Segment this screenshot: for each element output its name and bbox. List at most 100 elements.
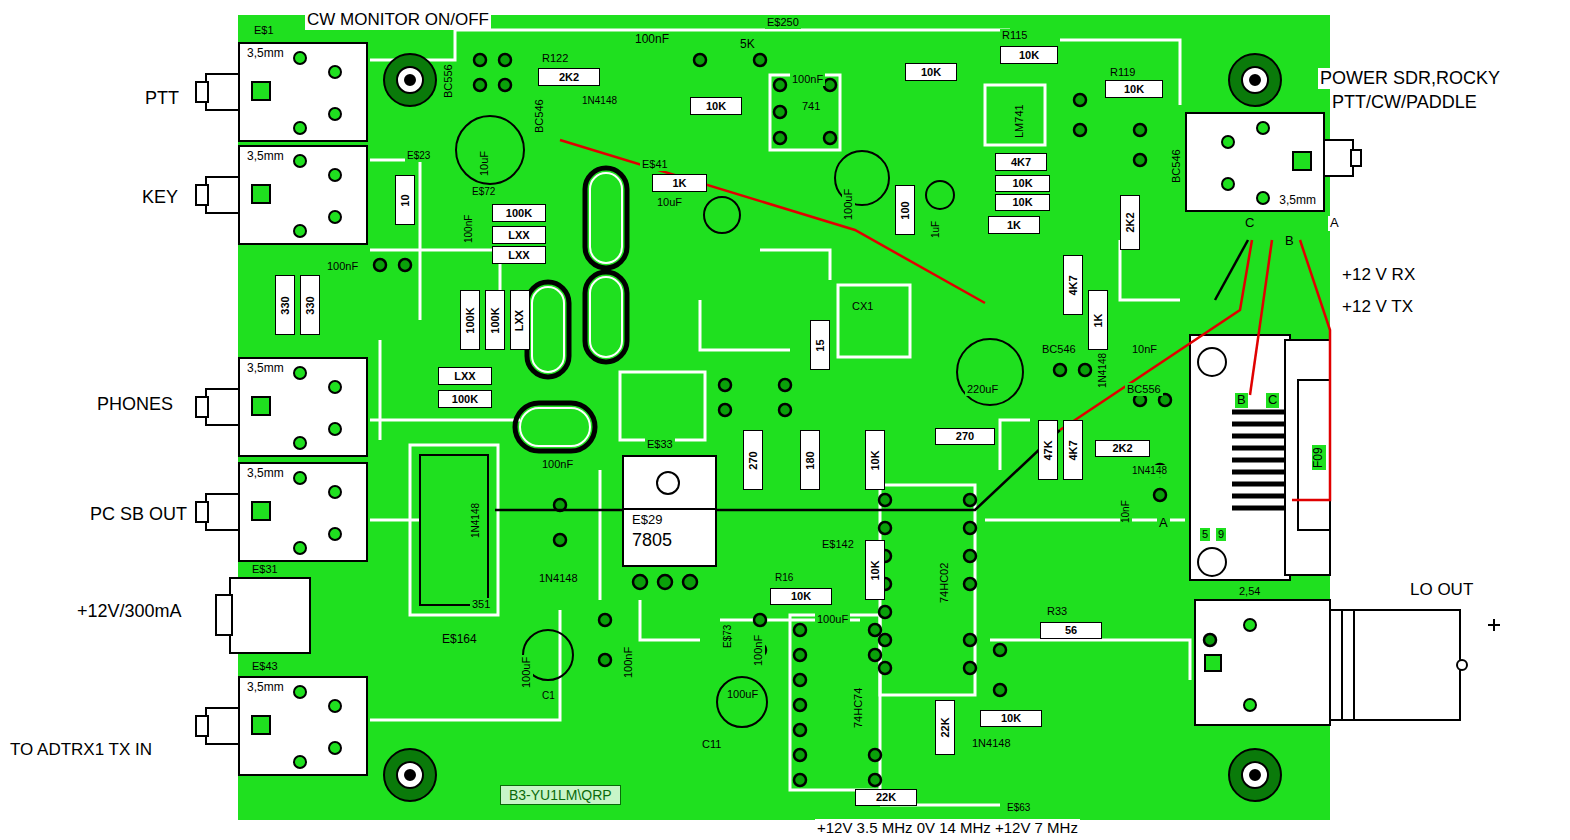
part-label: 100nF	[752, 633, 765, 668]
part-label: E$73	[722, 623, 734, 650]
part-label: E$23	[405, 150, 432, 162]
pad	[329, 169, 341, 181]
part-label: 1N4148	[470, 501, 482, 540]
pad	[869, 774, 881, 786]
resistor-symbol: 10K	[995, 175, 1050, 192]
pad	[329, 528, 341, 540]
part-label: 100nF	[633, 33, 671, 47]
db9-pin	[1232, 434, 1284, 439]
part-label: C	[1243, 216, 1256, 231]
pad	[774, 106, 786, 118]
pad	[1222, 136, 1234, 148]
resistor-symbol: 4K7	[1063, 420, 1083, 480]
resistor-symbol: 330	[300, 275, 320, 335]
pad	[869, 624, 881, 636]
resistor-symbol: 100K	[460, 290, 480, 350]
connector-label: LO OUT	[1408, 580, 1475, 600]
board	[238, 15, 1330, 820]
db9-pin	[1232, 470, 1284, 475]
connector-label: PC SB OUT	[88, 504, 189, 525]
pad	[294, 225, 306, 237]
part-label: A	[1157, 516, 1170, 531]
pad	[964, 662, 976, 674]
jack-socket: 3,5mm	[238, 676, 368, 776]
relay-outline	[420, 455, 488, 605]
bnc-pin	[1457, 660, 1467, 670]
connector-label: A	[1328, 216, 1341, 231]
resistor-symbol: LXX	[492, 226, 546, 244]
pad	[329, 66, 341, 78]
jack-size: 3,5mm	[246, 362, 285, 375]
trace	[370, 610, 560, 720]
mounting-hole	[405, 75, 415, 85]
trace	[990, 640, 1190, 680]
bnc-body	[1195, 600, 1330, 725]
trace	[370, 419, 520, 422]
resistor-value: 10K	[706, 101, 726, 112]
capacitor-outline	[957, 339, 1023, 405]
part-label: 220uF	[965, 383, 1000, 396]
pad	[1154, 489, 1166, 501]
pad	[329, 381, 341, 393]
relay-outline	[410, 445, 498, 615]
pad	[964, 578, 976, 590]
jack-plug	[1351, 150, 1361, 166]
resistor-value: 1K	[1093, 313, 1104, 327]
pad	[1293, 152, 1311, 170]
resistor-symbol: 47K	[1038, 420, 1058, 480]
pad	[252, 397, 270, 415]
ic-outline	[770, 75, 840, 150]
resistor-value: 10K	[1012, 178, 1032, 189]
resistor-symbol: 2K2	[1120, 195, 1140, 250]
part-label: 1N4148	[1097, 351, 1109, 390]
resistor-value: 100K	[452, 394, 478, 405]
jack-plug	[196, 502, 208, 522]
part-label: B	[1235, 393, 1248, 408]
crystal	[590, 277, 622, 357]
resistor-value: 10K	[870, 450, 881, 470]
pad	[374, 259, 386, 271]
pad	[794, 674, 806, 686]
capacitor-outline	[926, 181, 954, 209]
pad	[879, 522, 891, 534]
part-label: 10nF	[1120, 498, 1132, 525]
jack-socket: 3,5mm	[1185, 112, 1325, 212]
mounting-holes	[384, 54, 1281, 801]
regulator-box: E$297805	[622, 455, 717, 567]
part-label: E$250	[765, 16, 801, 29]
pad	[779, 379, 791, 391]
part-label: CX1	[850, 300, 875, 313]
part-label: 100uF	[725, 688, 760, 701]
resistor-symbol: 22K	[935, 700, 955, 755]
db9-pin	[1232, 422, 1284, 427]
resistor-value: 2K2	[1112, 443, 1132, 454]
pad	[329, 700, 341, 712]
part-label: 100nF	[622, 645, 635, 680]
capacitor-outline	[456, 116, 524, 184]
part-label: 2,54	[1237, 585, 1262, 598]
bnc-mark	[1493, 619, 1495, 631]
part-label: E$63	[1005, 802, 1032, 814]
pad	[1134, 154, 1146, 166]
jack-plug	[196, 716, 208, 736]
resistor-value: 10K	[1001, 713, 1021, 724]
resistor-symbol: 15	[810, 320, 830, 370]
resistor-symbol: LXX	[510, 290, 530, 350]
part-label: B	[1283, 234, 1296, 249]
part-label: 74HC74	[852, 686, 865, 730]
resistor-symbol: 270	[743, 430, 763, 490]
jack-size: 3,5mm	[246, 467, 285, 480]
pad	[994, 644, 1006, 656]
pad	[794, 724, 806, 736]
trace	[700, 300, 790, 350]
resistor-value: 100	[900, 201, 911, 219]
power-jack-plug	[216, 595, 232, 635]
part-label: 100nF	[325, 260, 360, 273]
resistor-value: 56	[1065, 625, 1077, 636]
pad	[294, 542, 306, 554]
jack-socket: 3,5mm	[238, 42, 368, 142]
jack-socket: 3,5mm	[238, 145, 368, 245]
pad	[779, 404, 791, 416]
trace	[1060, 40, 1180, 105]
